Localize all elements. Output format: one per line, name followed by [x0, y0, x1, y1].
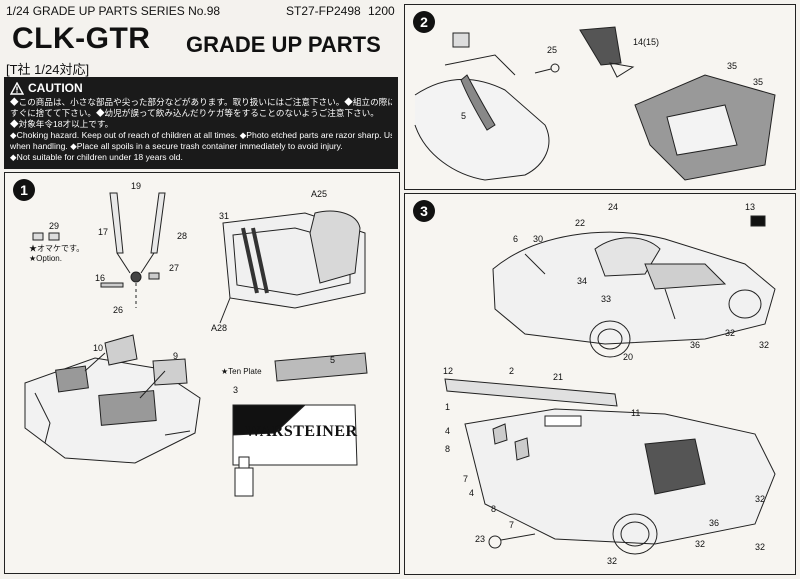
part-label: 36 [709, 518, 720, 528]
caution-line: ◆この商品は、小さな部品や尖った部分などがあります。取り扱いにはご注意下さい。◆… [10, 97, 392, 107]
ten-plate-note: ★Ten Plate [221, 367, 262, 376]
part-label: 7 [463, 474, 469, 484]
caution-line: すぐに捨てて下さい。◆幼児が誤って飲み込んだりケガ等をすることのないようご注意下… [10, 108, 379, 118]
part-label: 21 [553, 372, 564, 382]
step-3-illustration [444, 215, 776, 555]
part-label: 19 [131, 181, 142, 191]
part-label: 28 [177, 231, 188, 241]
caution-title: CAUTION [28, 81, 83, 95]
step-badge: 1 [13, 179, 35, 201]
part-label: 16 [95, 273, 106, 283]
series-line: 1/24 GRADE UP PARTS SERIES No.98 ST27-FP… [4, 4, 398, 20]
product-code: ST27-FP2498 [286, 4, 361, 18]
caution-line: ◆対象年令18才以上です。 [10, 119, 114, 129]
option-note-en: ★Option. [29, 254, 62, 263]
step-badge: 3 [413, 200, 435, 222]
decal-text: WARSTEINER [245, 423, 358, 440]
part-label: 34 [577, 276, 588, 286]
part-label: 24 [608, 202, 619, 212]
part-label: 10 [93, 343, 104, 353]
header: 1/24 GRADE UP PARTS SERIES No.98 ST27-FP… [4, 4, 398, 169]
part-label: A28 [211, 323, 228, 333]
part-label: 25 [547, 45, 558, 55]
part-label: 35 [727, 61, 738, 71]
part-label: 32 [759, 340, 770, 350]
caution-line: when handling. ◆Place all spoils in a se… [10, 141, 343, 151]
part-label: A25 [311, 189, 328, 199]
part-label: 27 [169, 263, 180, 273]
part-label: 6 [513, 234, 519, 244]
part-label: 23 [475, 534, 486, 544]
part-label: 12 [443, 366, 454, 376]
part-label: 9 [173, 351, 179, 361]
part-label: 32 [755, 542, 766, 552]
part-label: 35 [753, 77, 764, 87]
part-label: 4 [445, 426, 451, 436]
compatibility-note: [T社 1/24対応] [6, 62, 90, 77]
part-label: 14(15) [633, 37, 660, 47]
part-label: 29 [49, 221, 60, 231]
part-label: 2 [509, 366, 515, 376]
part-label: 36 [690, 340, 701, 350]
part-label: 7 [509, 520, 515, 530]
part-label: 13 [745, 202, 756, 212]
part-label: 8 [491, 504, 497, 514]
caution-line: ◆Choking hazard. Keep out of reach of ch… [10, 130, 392, 140]
warning-icon [10, 81, 24, 95]
part-label: 4 [469, 488, 475, 498]
part-label: 5 [330, 355, 336, 365]
step-1-panel: 1 [4, 172, 400, 574]
part-label: 32 [755, 494, 766, 504]
option-note-jp: ★オマケです。 [29, 244, 85, 253]
price: 1200 [368, 4, 395, 18]
step-3-panel: 3 [404, 193, 796, 575]
caution-heading: CAUTION [10, 81, 392, 95]
page-subtitle: GRADE UP PARTS [186, 32, 381, 57]
part-label: 32 [607, 556, 618, 566]
part-label: 26 [113, 305, 124, 315]
part-label: 8 [445, 444, 451, 454]
step-badge: 2 [413, 11, 435, 33]
part-label: 20 [623, 352, 634, 362]
step-2-illustration [414, 26, 776, 181]
step-1-illustration [24, 192, 368, 497]
part-label: 3 [233, 385, 239, 395]
part-label: 22 [575, 218, 586, 228]
part-label: 31 [219, 211, 230, 221]
series-name: 1/24 GRADE UP PARTS SERIES No.98 [6, 4, 221, 18]
part-label: 32 [725, 328, 736, 338]
part-label: 30 [533, 234, 544, 244]
page-title: CLK-GTR [12, 22, 151, 55]
caution-box: CAUTION ◆この商品は、小さな部品や尖った部分などがあります。取り扱いには… [4, 77, 398, 169]
step-2-panel: 2 25 14(15) 5 35 35 [404, 4, 796, 190]
part-label: 1 [445, 402, 451, 412]
part-label: 11 [631, 408, 641, 418]
part-label: 5 [461, 111, 467, 121]
part-label: 32 [695, 539, 706, 549]
part-label: 33 [601, 294, 612, 304]
caution-line: ◆Not suitable for children under 18 year… [10, 152, 183, 162]
part-label: 17 [98, 227, 109, 237]
